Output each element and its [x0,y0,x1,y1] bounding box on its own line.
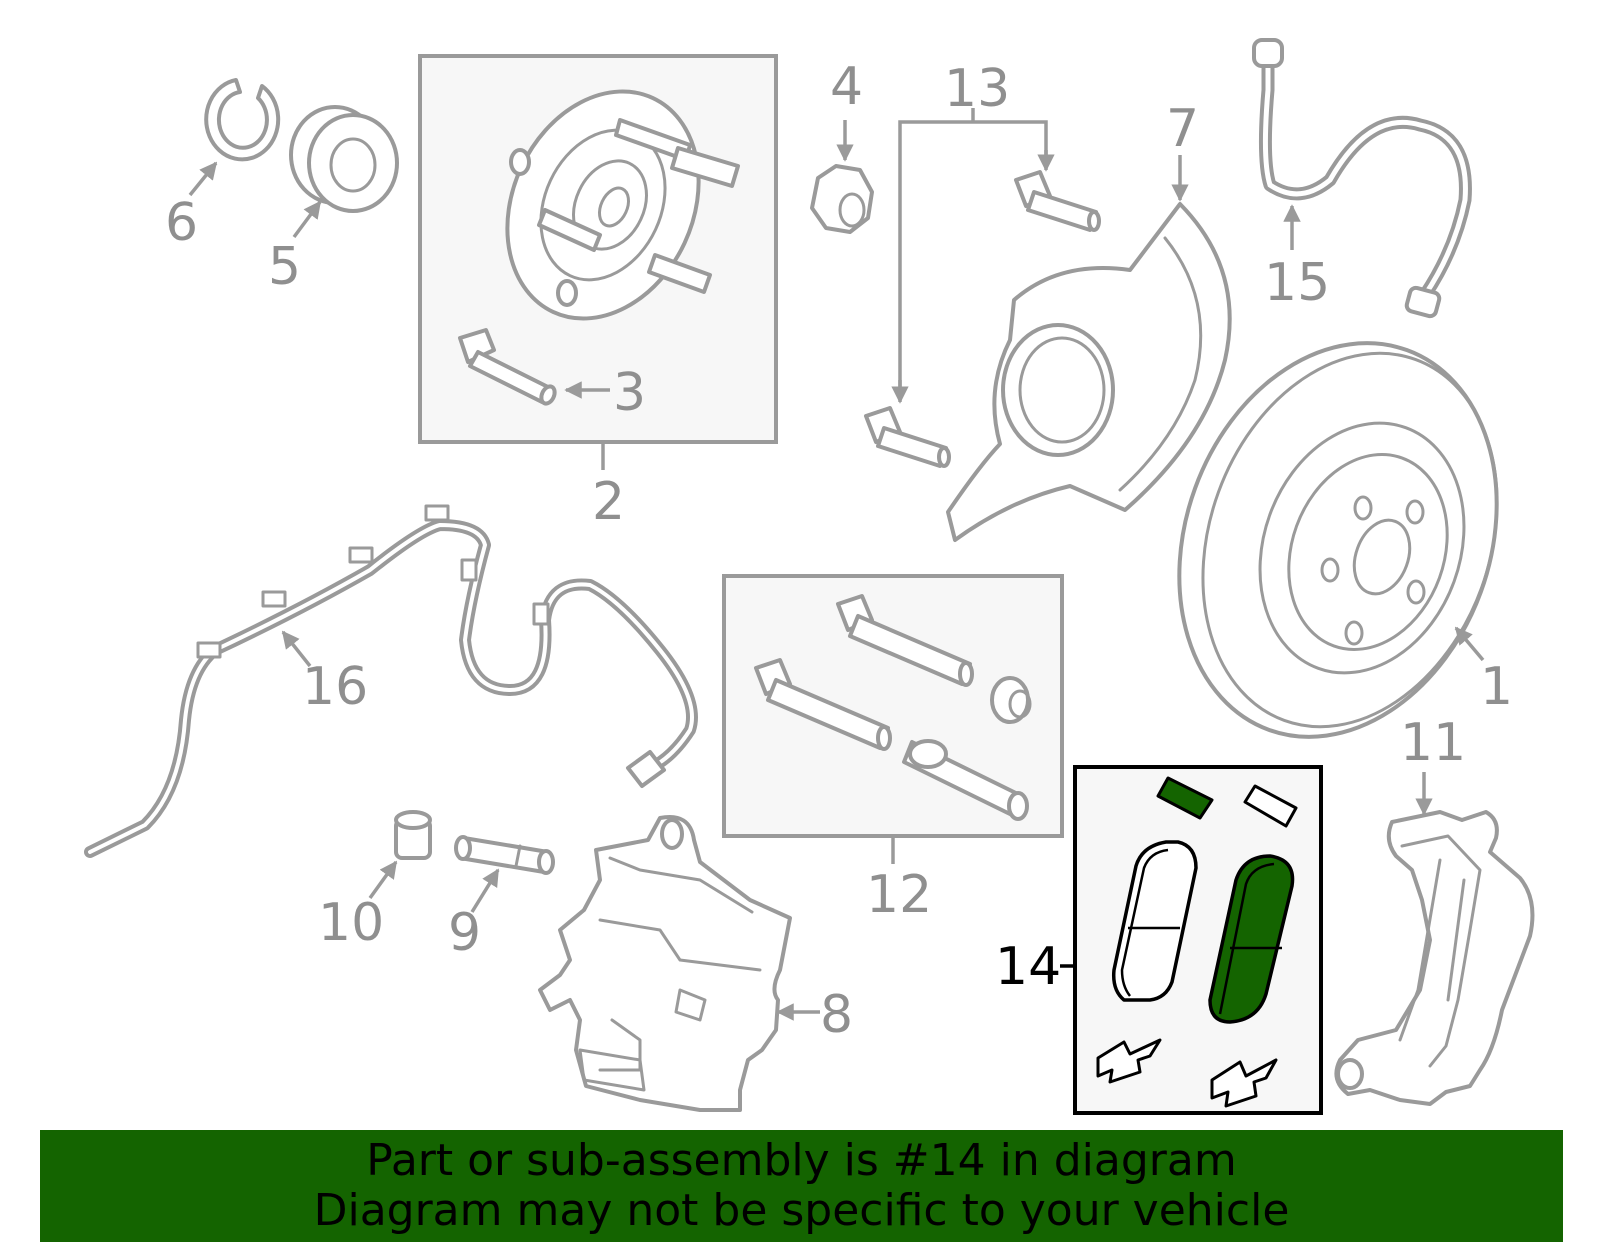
guide-pin-icon [754,594,1032,821]
axle-nut-icon [810,164,874,234]
info-banner: Part or sub-assembly is #14 in diagram D… [40,1130,1563,1242]
wear-indicator-shim-icon [1156,776,1298,828]
hub-assembly-box[interactable] [418,54,778,444]
callout-6: 6 [165,193,198,253]
callout-1: 1 [1480,657,1513,717]
callout-3: 3 [613,363,646,423]
brake-caliper-icon [538,815,792,1112]
callout-4: 4 [830,57,863,117]
brake-pad-icon [1111,840,1295,1024]
callout-5: 5 [268,237,301,297]
banner-line-2: Diagram may not be specific to your vehi… [313,1185,1290,1236]
dust-shield-icon [946,202,1232,542]
bushing-icon [394,810,432,860]
callout-12: 12 [866,865,932,925]
callout-13: 13 [944,59,1010,119]
caliper-bracket-icon [1334,810,1535,1106]
caliper-bolt-icon [864,170,1101,468]
guide-pin-kit-box[interactable] [722,574,1064,838]
brake-pad-kit-box[interactable] [1073,765,1323,1115]
callout-14: 14 [995,937,1061,997]
slide-pin-icon [454,835,555,875]
brake-rotor-icon [1177,341,1499,739]
snap-ring-icon [204,78,281,162]
hub-bolt-icon [458,328,557,406]
callout-16: 16 [302,657,368,717]
callout-2: 2 [592,472,625,532]
callout-7: 7 [1166,99,1199,159]
anti-rattle-clip-icon [1096,1038,1278,1108]
hub-flange-icon [505,89,740,321]
callout-9: 9 [448,903,481,963]
callout-11: 11 [1400,713,1466,773]
callout-10: 10 [318,893,384,953]
banner-line-1: Part or sub-assembly is #14 in diagram [366,1135,1237,1186]
info-banner-background [40,1130,1563,1242]
wheel-stud-icon [509,118,740,307]
callout-8: 8 [820,985,853,1045]
abs-sensor-harness-icon [84,504,698,858]
callout-15: 15 [1264,253,1330,313]
wheel-bearing-icon [289,105,399,213]
brake-hose-icon [1252,38,1472,319]
